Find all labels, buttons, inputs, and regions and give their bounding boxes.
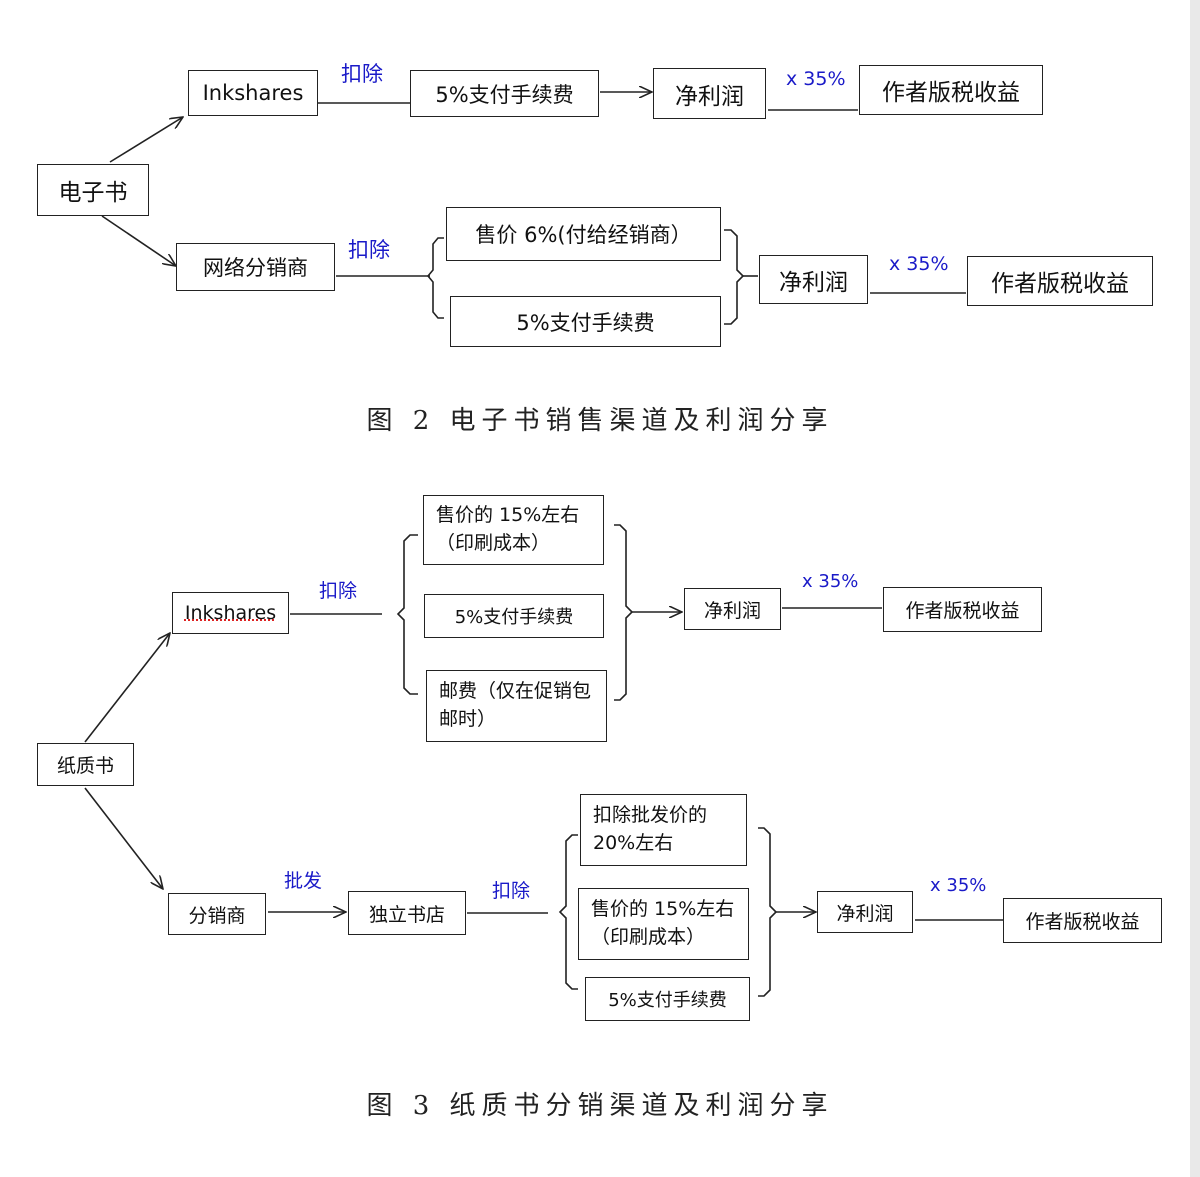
ebook-box: 电子书 [37,164,149,216]
author-royalty-box: 作者版税收益 [883,587,1042,632]
arrow-paper-to-inkshares [84,633,170,743]
deduct-label: 扣除 [319,580,358,602]
wholesale-20pct-box: 扣除批发价的20%左右 [580,794,747,866]
brace-left-fig3-bottom [558,834,578,990]
payment-fee-box: 5%支付手续费 [450,296,721,347]
deduct-label: 扣除 [341,62,383,86]
wholesale-label: 批发 [284,870,323,892]
author-royalty-box: 作者版税收益 [967,256,1153,306]
print-cost-box: 售价的 15%左右（印刷成本） [423,495,604,565]
distributor-box: 分销商 [168,893,266,935]
paper-book-box: 纸质书 [37,743,134,786]
postage-box: 邮费（仅在促销包邮时） [426,670,607,742]
multiplier-label: x 35% [889,253,949,275]
brace-left-fig3-top [396,534,418,695]
net-profit-box: 净利润 [817,891,913,933]
payment-fee-box: 5%支付手续费 [585,977,750,1021]
brace-right-fig3-top [614,524,634,701]
arrow-ebook-to-inkshares [109,117,183,163]
brace-left-fig2 [426,237,444,319]
figure-2-caption: 图 2 电子书销售渠道及利润分享 [366,406,834,436]
print-cost-box: 售价的 15%左右（印刷成本） [578,888,749,960]
inkshares-box: Inkshares [172,592,289,634]
multiplier-label: x 35% [930,875,987,896]
author-royalty-box: 作者版税收益 [859,65,1043,115]
brace-right-fig3-bottom [758,827,778,997]
deduct-label: 扣除 [492,880,531,902]
price-6pct-box: 售价 6%(付给经销商） [446,207,721,261]
online-distributor-box: 网络分销商 [176,243,335,291]
brace-right-fig2 [724,229,745,325]
figure-3-caption: 图 3 纸质书分销渠道及利润分享 [366,1091,834,1121]
net-profit-box: 净利润 [759,255,868,304]
payment-fee-box: 5%支付手续费 [424,594,604,638]
arrow-paper-to-distributor [84,787,163,889]
multiplier-label: x 35% [802,571,859,592]
net-profit-box: 净利润 [684,588,781,630]
page-edge-shadow [1190,0,1200,1177]
deduct-label: 扣除 [348,238,390,262]
net-profit-box: 净利润 [653,68,766,119]
payment-fee-box: 5%支付手续费 [410,70,599,117]
multiplier-label: x 35% [786,68,846,90]
arrow-ebook-to-online [101,215,176,266]
inkshares-box: Inkshares [188,70,318,116]
inkshares-text: Inkshares [184,602,277,624]
author-royalty-box: 作者版税收益 [1003,898,1162,943]
independent-bookstore-box: 独立书店 [348,891,466,935]
